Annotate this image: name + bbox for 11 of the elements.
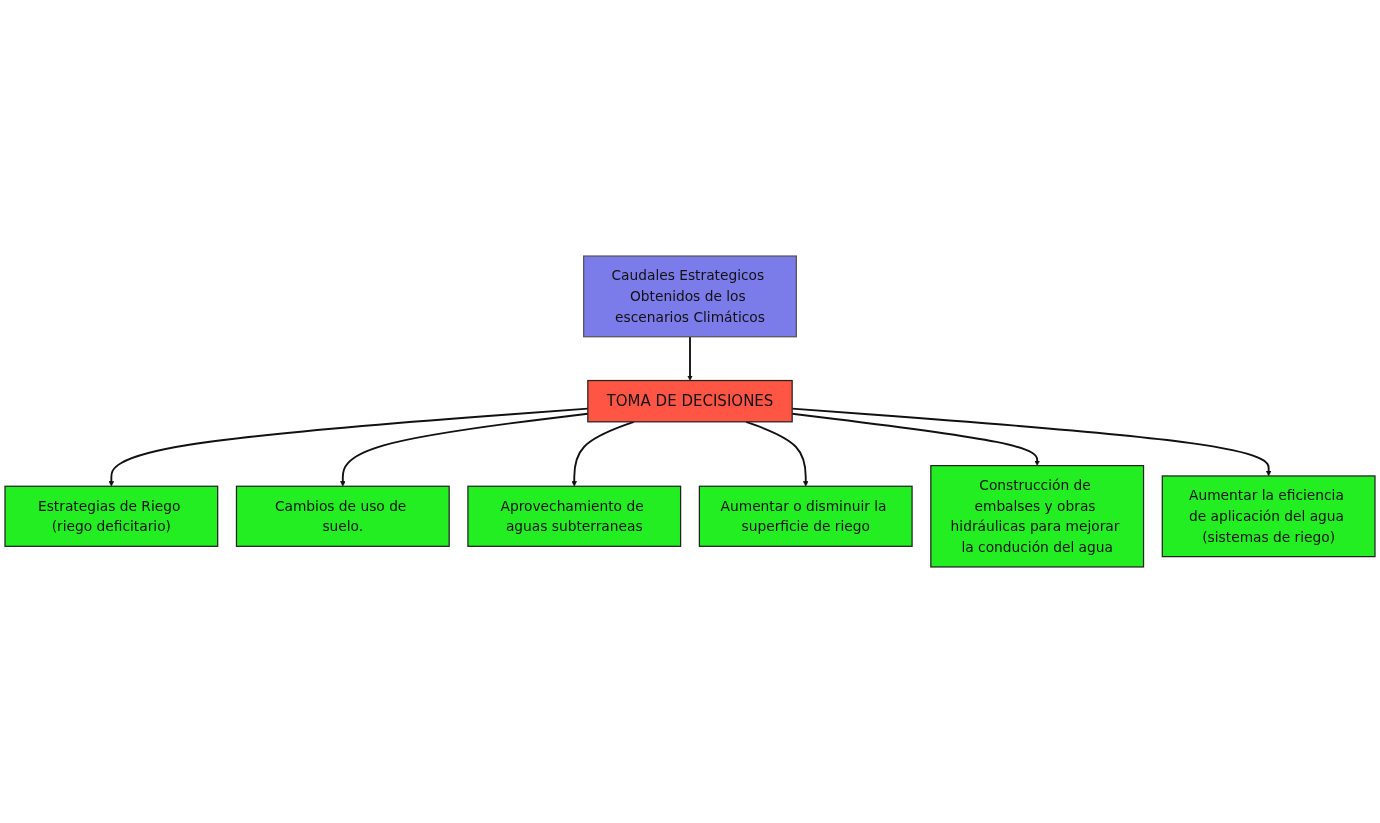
arrow [687, 335, 693, 381]
node-box: Estrategias de Riego (riego deficitario) [4, 485, 219, 547]
arrow [571, 420, 635, 487]
node-box: Aprovechamiento de aguas subterraneas [467, 485, 682, 547]
node-box: Aumentar la eficiencia de aplicación del agua (sistemas de riego) [1161, 475, 1376, 558]
arrow [745, 420, 809, 487]
node-box: Construcción de embalses y obras hidráulicas para mejorar la condución del agua [930, 465, 1145, 568]
node-box: TOMA DE DECISIONES [587, 379, 793, 423]
node-box: Aumentar o disminuir la superficie de riego [698, 485, 913, 547]
node-box: Caudales Estrategicos Obtenidos de los escenarios Climáticos [583, 255, 797, 338]
node-box: Cambios de uso de suelo. [235, 485, 450, 547]
